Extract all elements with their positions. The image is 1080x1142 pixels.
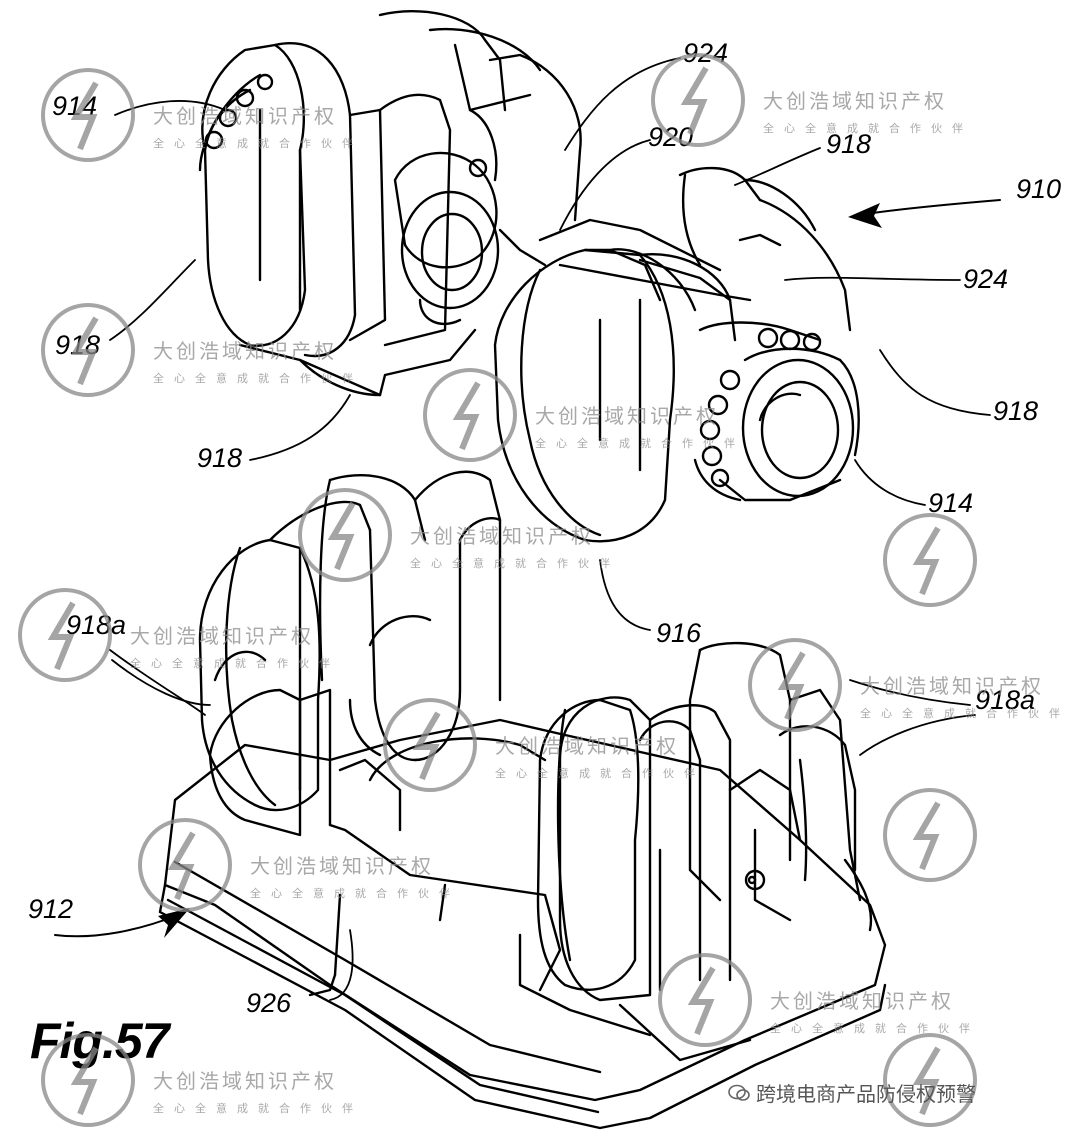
ref-914-right: 914 [928,488,974,518]
ref-918a-left: 918a [66,610,127,640]
watermark-line2: 全心全意成就合作伙伴 [153,137,363,150]
watermark-line1: 大创浩域知识产权 [130,624,314,648]
watermark-partial [880,785,1080,895]
watermark-partial [880,1030,1080,1140]
wechat-bubble-icon [728,1084,750,1101]
cradle-left-plates [198,470,502,812]
lightning-seal-icon [41,303,135,397]
watermark-line2: 全心全意成就合作伙伴 [153,372,363,385]
ref-918-right: 918 [993,396,1039,426]
wechat-credit: 跨境电商产品防侵权预警 [728,1078,976,1107]
watermark-line2: 全心全意成就合作伙伴 [153,1102,363,1115]
lightning-seal-icon [298,488,392,582]
ref-918a-right: 918a [975,685,1036,715]
lightning-seal-icon [18,588,112,682]
lightning-seal-icon [658,953,752,1047]
lightning-seal-icon [748,638,842,732]
watermark-line2: 全心全意成就合作伙伴 [860,707,1070,720]
watermark-line2: 全心全意成就合作伙伴 [495,767,705,780]
left-dumbbell [198,9,582,397]
lightning-seal-icon [883,513,977,607]
figure-label: Fig.57 [30,1013,169,1069]
leader-lines [109,57,991,1001]
ref-918-top: 918 [826,129,872,159]
watermark-line1: 大创浩域知识产权 [250,854,434,878]
watermark-line1: 大创浩域知识产权 [763,89,947,113]
watermark-line1: 大创浩域知识产权 [153,339,337,363]
watermark-line1: 大创浩域知识产权 [860,674,1044,698]
watermark-line1: 大创浩域知识产权 [770,989,954,1013]
lightning-seal-icon [423,368,517,462]
watermark-line2: 全心全意成就合作伙伴 [763,122,973,135]
cradle-base [158,641,887,1130]
credit-text: 跨境电商产品防侵权预警 [756,1082,976,1106]
lightning-seal-icon [138,818,232,912]
lightning-seal-icon [41,68,135,162]
watermark-line2: 全心全意成就合作伙伴 [535,437,745,450]
ref-918-bottom: 918 [197,443,243,473]
ref-912: 912 [28,894,74,924]
watermark-partial [880,510,1080,620]
ref-910: 910 [1016,174,1062,204]
lightning-seal-icon [41,1033,135,1127]
watermark-line1: 大创浩域知识产权 [495,734,679,758]
lightning-seal-icon [883,788,977,882]
watermark-line1: 大创浩域知识产权 [410,524,594,548]
lightning-seal-icon [383,698,477,792]
watermark-line1: 大创浩域知识产权 [153,1069,337,1093]
lightning-seal-icon [883,1033,977,1127]
watermark-line2: 全心全意成就合作伙伴 [410,557,620,570]
watermark-line2: 全心全意成就合作伙伴 [250,887,460,900]
watermark-line2: 全心全意成就合作伙伴 [770,1022,980,1035]
right-dumbbell [493,166,860,543]
watermark-line1: 大创浩域知识产权 [153,104,337,128]
lightning-seal-icon [651,53,745,147]
watermark-line2: 全心全意成就合作伙伴 [130,657,340,670]
ref-916: 916 [656,618,702,648]
ref-926: 926 [246,988,292,1018]
ref-924-mid: 924 [963,264,1009,294]
watermark-line1: 大创浩域知识产权 [535,404,719,428]
